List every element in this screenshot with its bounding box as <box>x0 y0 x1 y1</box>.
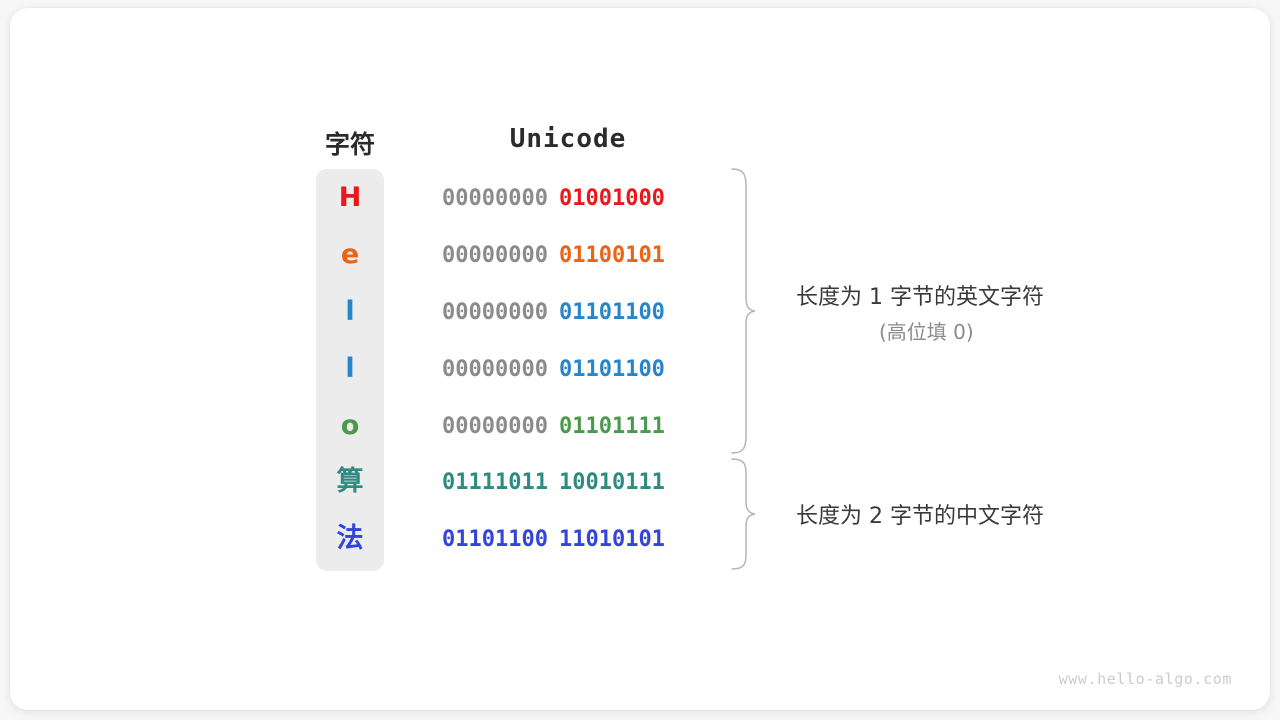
annotation-english-sublabel: (高位填 0) <box>879 320 974 344</box>
high-byte: 00000000 <box>442 186 548 211</box>
group-brace-chinese <box>731 458 756 570</box>
character-cell: e <box>340 239 360 270</box>
unicode-binary-row: 00000000 01101100 <box>442 302 694 324</box>
low-byte: 10010111 <box>558 470 665 495</box>
character-cell: H <box>338 182 362 213</box>
unicode-binary-row: 00000000 01101111 <box>442 416 694 438</box>
low-byte: 01101100 <box>558 300 665 325</box>
annotation-english-label: 长度为 1 字节的英文字符 <box>796 285 1044 310</box>
unicode-binary-row: 00000000 01101100 <box>442 359 694 381</box>
character-cell: 算 <box>336 466 364 497</box>
unicode-binary-row: 00000000 01001000 <box>442 188 694 210</box>
character-cell: o <box>340 410 360 441</box>
high-byte: 00000000 <box>442 243 548 268</box>
character-cell: 法 <box>336 523 364 554</box>
column-header-unicode: Unicode <box>509 124 627 154</box>
figure-card: 字符 Unicode H e l l o 算 法 00000000 0100100… <box>10 8 1270 710</box>
high-byte: 01101100 <box>442 527 548 552</box>
high-byte: 01111011 <box>442 470 548 495</box>
low-byte: 01101111 <box>558 414 665 439</box>
high-byte: 00000000 <box>442 414 548 439</box>
unicode-binary-row: 01111011 10010111 <box>442 472 694 494</box>
low-byte: 01101100 <box>558 357 665 382</box>
character-cell: l <box>345 296 355 327</box>
column-header-character: 字符 <box>324 130 375 159</box>
high-byte: 00000000 <box>442 300 548 325</box>
low-byte: 01100101 <box>558 243 665 268</box>
low-byte: 11010101 <box>558 527 665 552</box>
group-brace-english <box>731 168 756 454</box>
unicode-binary-row: 01101100 11010101 <box>442 529 694 551</box>
low-byte: 01001000 <box>558 186 665 211</box>
character-cell: l <box>345 353 355 384</box>
character-column-panel <box>316 169 384 571</box>
high-byte: 00000000 <box>442 357 548 382</box>
unicode-binary-row: 00000000 01100101 <box>442 245 694 267</box>
watermark: www.hello-algo.com <box>1058 670 1232 688</box>
annotation-chinese-label: 长度为 2 字节的中文字符 <box>796 504 1044 529</box>
